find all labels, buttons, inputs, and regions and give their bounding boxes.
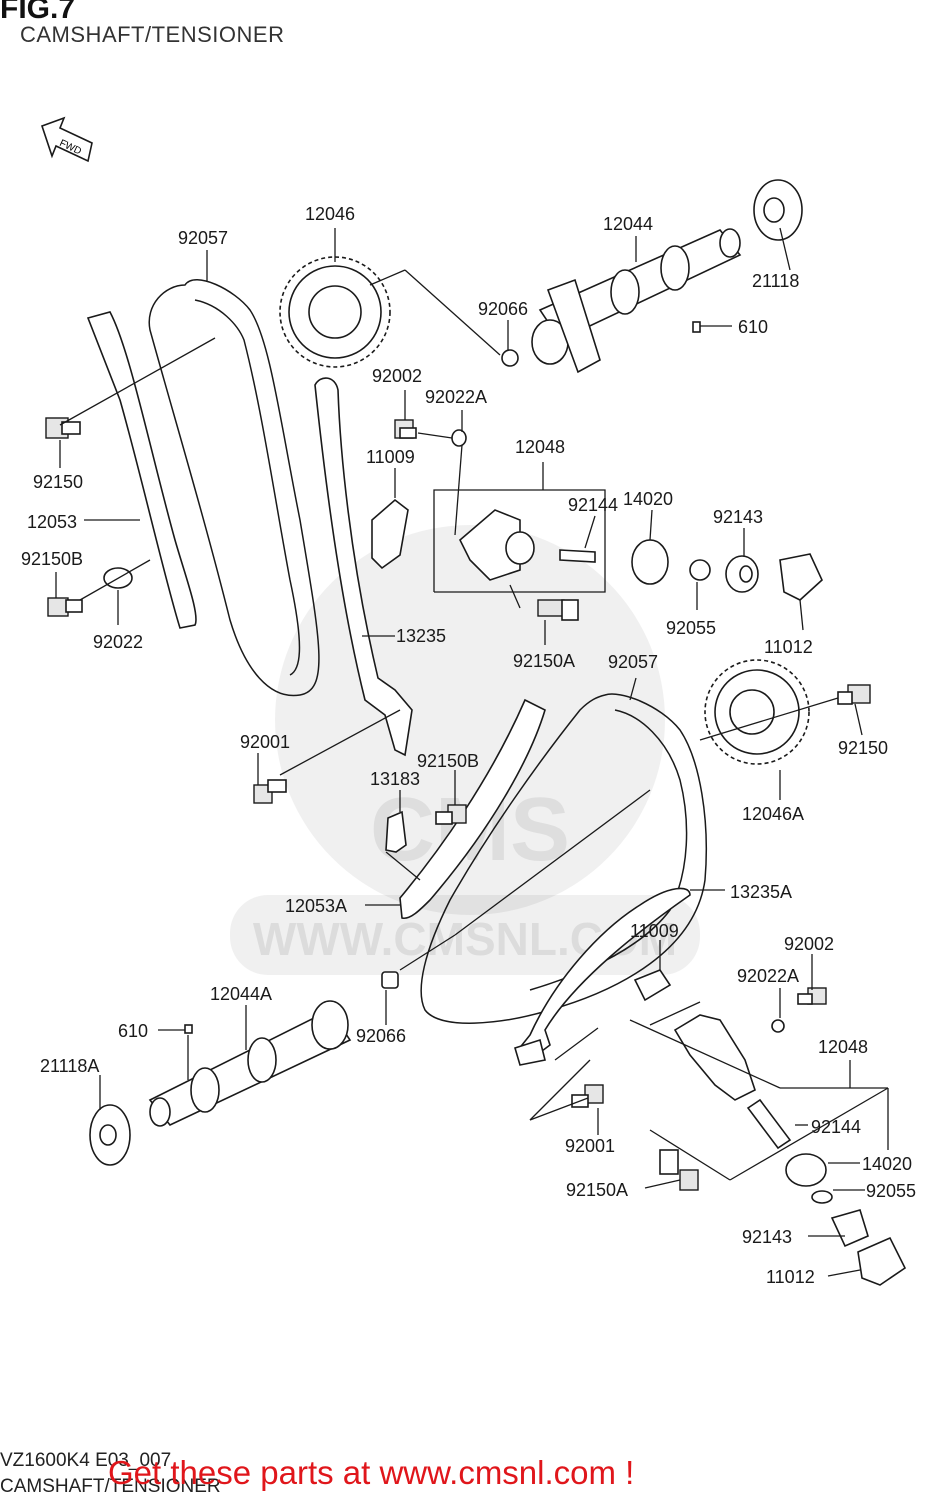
label-92055-top: 92055 (666, 618, 716, 638)
label-11012-top: 11012 (764, 637, 813, 657)
camshaft-upper (531, 228, 742, 374)
gasket-11009-upper (371, 498, 409, 570)
label-92150A-bottom: 92150A (566, 1180, 628, 1200)
chain-guide-upper (86, 311, 197, 629)
label-21118: 21118 (752, 271, 799, 291)
label-12044: 12044 (603, 214, 653, 234)
label-610-bottom: 610 (118, 1021, 148, 1041)
spacer-92143-lower (830, 1209, 869, 1248)
spring-92144-upper (559, 549, 596, 563)
leader-lines (55, 227, 889, 1277)
figure-subtitle: CAMSHAFT/TENSIONER (20, 22, 285, 47)
label-12048-bottom: 12048 (818, 1037, 868, 1057)
bolt-92150-right (837, 684, 871, 705)
label-92057-bottom: 92057 (608, 652, 658, 672)
tensioner-body-upper (459, 509, 535, 581)
label-92150-right: 92150 (838, 738, 888, 758)
bolt-92150A-lower (659, 1149, 699, 1191)
label-21118A: 21118A (40, 1056, 99, 1076)
washer-92022A-upper (451, 429, 467, 447)
part-21118 (753, 179, 803, 241)
cam-chain-lower (420, 693, 708, 1024)
oring-92055-upper (689, 559, 711, 581)
label-92001-bottom: 92001 (565, 1136, 615, 1156)
label-92057-top: 92057 (178, 228, 228, 248)
tensioner-guide-lower-end (514, 1038, 546, 1066)
bracket-13183 (385, 810, 407, 853)
bolt-92001-upper (253, 779, 287, 804)
label-92143-top: 92143 (713, 507, 763, 527)
label-13235A: 13235A (730, 882, 792, 902)
oring-92055-lower (811, 1190, 833, 1204)
cam-sprocket-lower (704, 659, 810, 765)
label-92001-top: 92001 (240, 732, 290, 752)
chain-guide-lower (399, 698, 546, 920)
cam-chain-upper (148, 279, 320, 697)
label-92002-bottom: 92002 (784, 934, 834, 954)
label-13183: 13183 (370, 769, 420, 789)
label-92150B-left: 92150B (21, 549, 83, 569)
part-92066-upper (501, 349, 519, 367)
label-92150B-mid: 92150B (417, 751, 479, 771)
label-14020-top: 14020 (623, 489, 673, 509)
label-92144-bottom: 92144 (811, 1117, 861, 1137)
bolt-92150-left (45, 417, 81, 439)
label-92150A-top: 92150A (513, 651, 575, 671)
cap-14020-upper (631, 539, 669, 585)
part-21118A (89, 1104, 131, 1166)
label-92066-top: 92066 (478, 299, 528, 319)
label-92150-left: 92150 (33, 472, 83, 492)
bolt-92150A-upper (537, 599, 579, 621)
washer-92022A-lower (771, 1019, 785, 1033)
label-92143-bottom: 92143 (742, 1227, 792, 1247)
cap-14020-lower (785, 1153, 827, 1187)
diagram-code: VZ1600K4 E03_007 (0, 1450, 172, 1471)
cap-11012-lower (857, 1236, 907, 1286)
part-labels: 12046 92057 12044 21118 92066 610 92002 … (21, 204, 916, 1287)
watermark-logo-circle (275, 525, 665, 915)
label-11009-bottom: 11009 (630, 921, 679, 941)
bracket-12048-upper (433, 489, 606, 593)
label-14020-bottom: 14020 (862, 1154, 912, 1174)
label-92022A-top: 92022A (425, 387, 487, 407)
bolt-92002-upper (394, 419, 417, 439)
label-12053: 12053 (27, 512, 77, 532)
label-92066-bottom: 92066 (356, 1026, 406, 1046)
label-12044A: 12044A (210, 984, 272, 1004)
bolt-92002-lower (797, 987, 827, 1005)
tensioner-body-lower (673, 1014, 756, 1101)
bolt-92001-lower (571, 1084, 604, 1108)
promo-link[interactable]: Get these parts at www.cmsnl.com ! (108, 1454, 635, 1491)
label-11012-bottom: 11012 (766, 1267, 815, 1287)
label-12046A: 12046A (742, 804, 804, 824)
bolt-92150B-mid (435, 804, 467, 825)
figure-title: FIG.7 (0, 0, 76, 25)
cam-sprocket-upper (279, 256, 391, 368)
label-92055-bottom: 92055 (866, 1181, 916, 1201)
cap-11012-upper (779, 553, 823, 601)
label-610-top: 610 (738, 317, 768, 337)
part-92066-lower (381, 971, 399, 989)
label-92002-top: 92002 (372, 366, 422, 386)
fwd-arrow-icon: FWD (40, 116, 93, 163)
label-12048-top: 12048 (515, 437, 565, 457)
label-12046: 12046 (305, 204, 355, 224)
spacer-92143-upper (725, 555, 759, 593)
tensioner-guide-upper (314, 377, 413, 757)
label-11009-top: 11009 (366, 447, 415, 467)
label-12053A: 12053A (285, 896, 347, 916)
part-610-lower (184, 1024, 193, 1034)
label-92022A-bottom: 92022A (737, 966, 799, 986)
bolt-92150B-left (47, 597, 83, 617)
label-92022: 92022 (93, 632, 143, 652)
label-92144-top: 92144 (568, 495, 618, 515)
spring-92144-lower (746, 1098, 792, 1150)
camshaft-lower (148, 1000, 352, 1127)
part-610-upper (692, 321, 701, 333)
gasket-11009-lower (633, 969, 672, 1002)
footer-section: CAMSHAFT/TENSIONER (0, 1476, 221, 1497)
label-13235: 13235 (396, 626, 446, 646)
